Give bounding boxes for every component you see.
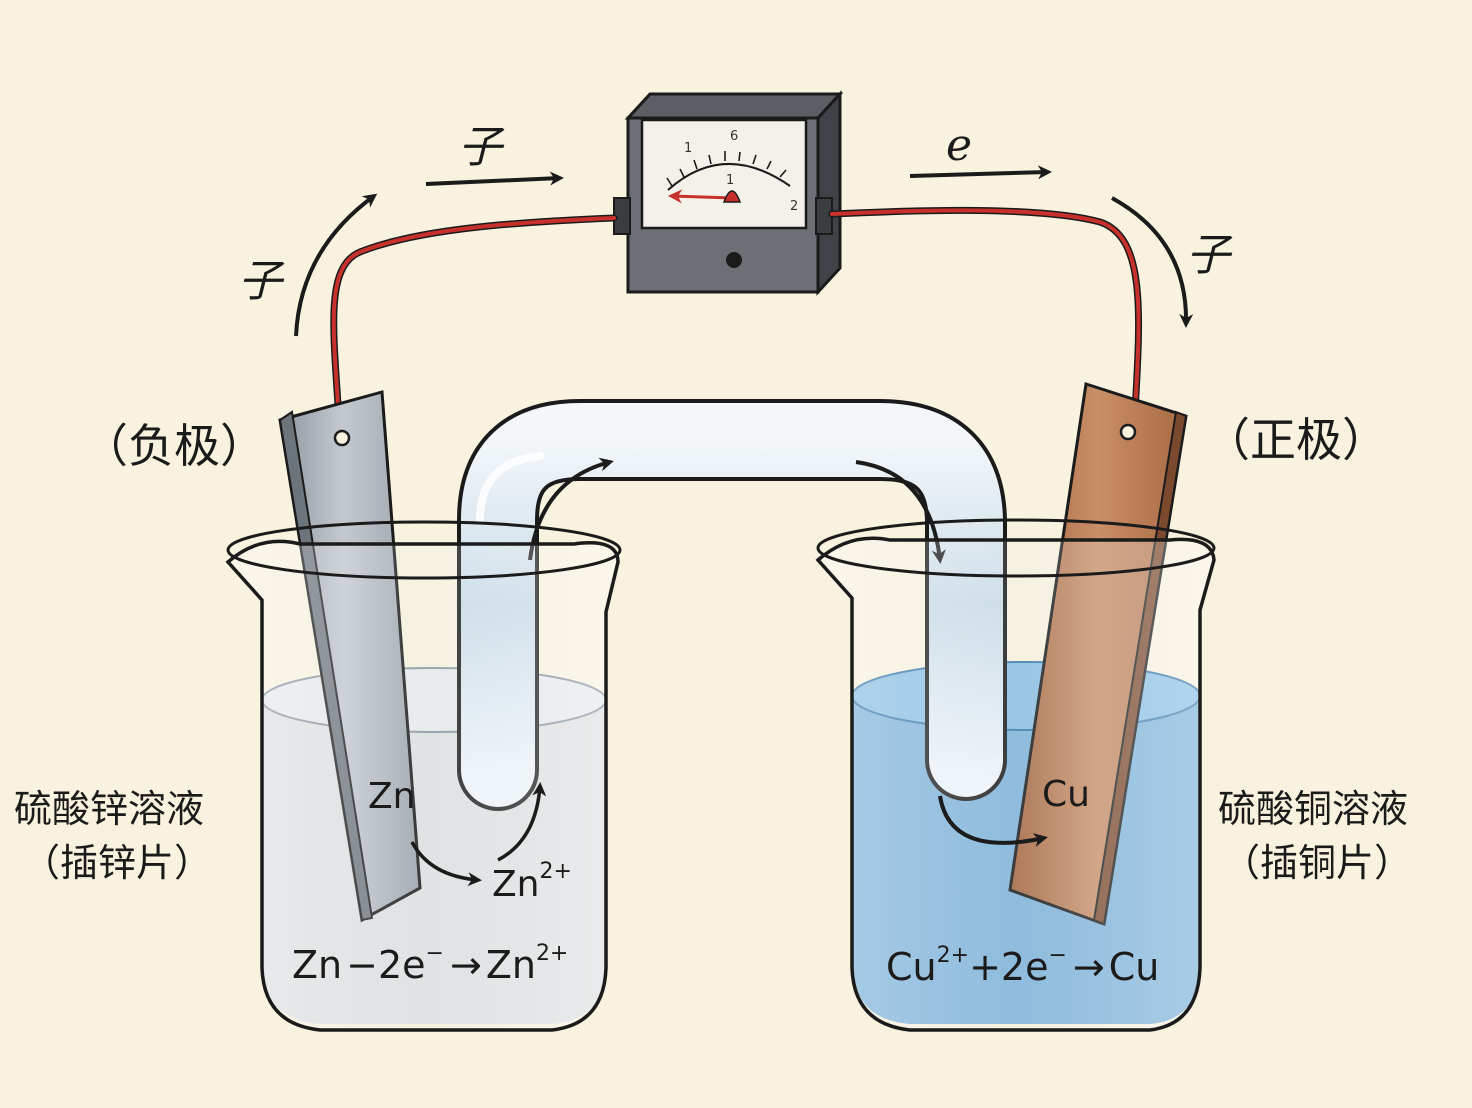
copper-clip-hole: [1119, 423, 1137, 441]
electron-arrow-top-right: [909, 165, 1052, 180]
electron-arrow-top-left: [425, 171, 564, 186]
right-solution-note: （插铜片）: [1222, 841, 1412, 885]
copper-electrode-label: Cu: [1042, 774, 1090, 815]
zinc-ion-label: Zn2+: [492, 859, 572, 905]
electron-label-top-left: 子: [458, 122, 505, 173]
meter-tick-label-4: 2: [790, 199, 798, 214]
right-solution-label: 硫酸铜溶液: [1218, 787, 1408, 831]
zinc-clip-hole: [333, 429, 351, 447]
meter-zero-knob: [726, 252, 742, 268]
negative-electrode-label: （负极）: [82, 419, 266, 473]
meter-side: [816, 90, 842, 296]
zinc-ion-migration-arrow: [497, 782, 547, 862]
right-beaker-rim: [816, 518, 1216, 578]
electron-arrow-right-down: [1111, 196, 1194, 328]
salt-bridge-highlight: [476, 452, 544, 524]
electron-label-left: 子: [238, 256, 285, 307]
meter-needle: [668, 189, 733, 204]
meter-top: [624, 92, 844, 120]
meter-tick-label-3: 1: [726, 173, 734, 188]
meter-tick-label-1: 1: [684, 141, 692, 156]
meter-scale-arc: [667, 162, 791, 191]
right-half-reaction: Cu2++2e−→Cu: [886, 943, 1159, 989]
electron-arrow-left-up: [294, 193, 378, 337]
meter-dial: [640, 118, 808, 230]
left-solution-note: （插锌片）: [22, 841, 212, 885]
left-half-reaction: Zn−2e−→Zn2+: [292, 941, 568, 987]
galvanometer: 1 6 1 2: [613, 90, 844, 296]
electron-label-top-right: e: [946, 120, 972, 171]
meter-scale-ticks: [666, 151, 787, 187]
meter-pivot: [722, 190, 742, 203]
salt-bridge: [461, 403, 1003, 807]
meter-tick-label-2: 6: [730, 129, 738, 144]
left-beaker-glass: [225, 539, 620, 1032]
positive-electrode-label: （正极）: [1204, 413, 1388, 467]
left-beaker-rim: [226, 520, 622, 580]
zinc-dissolve-arrow: [410, 841, 482, 887]
right-beaker-glass: [815, 536, 1216, 1032]
left-wire: [331, 216, 616, 440]
copper-deposit-arrow: [938, 795, 1048, 847]
zinc-electrode-label: Zn: [368, 776, 415, 817]
right-wire: [830, 208, 1141, 432]
left-solution-label: 硫酸锌溶液: [14, 787, 204, 831]
electron-label-right: 子: [1186, 230, 1233, 281]
